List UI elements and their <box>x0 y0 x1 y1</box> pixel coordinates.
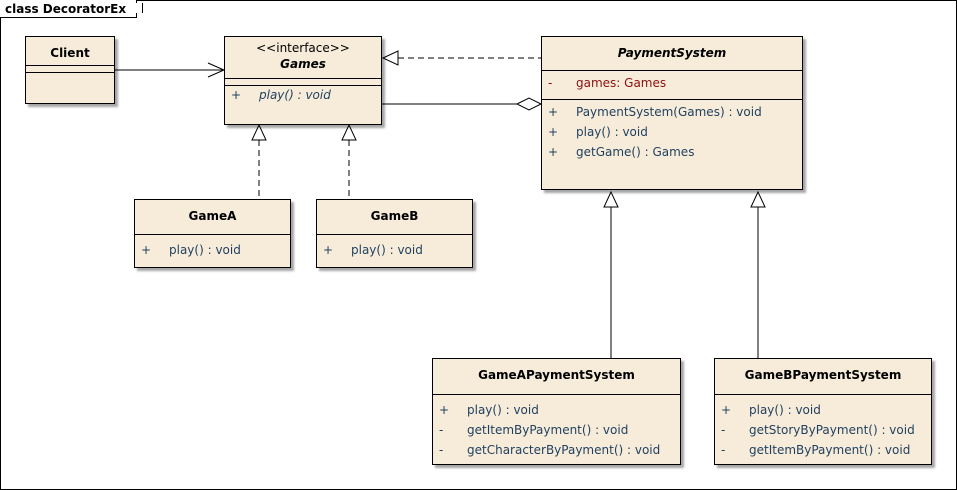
class-client-name: Client <box>50 46 90 60</box>
class-payment-system[interactable]: PaymentSystem - games: Games + PaymentSy… <box>541 36 803 190</box>
op-signature: PaymentSystem(Games) : void <box>576 105 762 119</box>
class-game-b[interactable]: GameB + play() : void <box>316 199 473 268</box>
op-signature: play() : void <box>749 403 821 417</box>
payment-system-attr-separator <box>542 70 802 71</box>
class-client-op-separator <box>26 72 114 73</box>
game-b-op-play: + play() : void <box>317 240 472 260</box>
game-a-payment-op-play: + play() : void <box>433 400 680 420</box>
op-signature: getItemByPayment() : void <box>467 423 629 437</box>
op-signature: getCharacterByPayment() : void <box>467 443 661 457</box>
generalization-gamebpayment-paymentsystem <box>750 190 766 358</box>
op-visibility: - <box>721 423 726 437</box>
games-stereotype: <<interface>> <box>256 41 350 55</box>
game-b-payment-separator <box>715 394 931 395</box>
realization-gamea-games <box>251 123 267 199</box>
op-signature: getGame() : Games <box>576 145 695 159</box>
games-op-play: + play() : void <box>225 85 381 105</box>
class-game-a-payment-system[interactable]: GameAPaymentSystem + play() : void - get… <box>432 358 681 465</box>
game-b-payment-op-getstory: - getStoryByPayment() : void <box>715 420 931 440</box>
op-visibility: - <box>439 423 444 437</box>
class-game-b-payment-system[interactable]: GameBPaymentSystem + play() : void - get… <box>714 358 932 465</box>
game-a-op-play: + play() : void <box>135 240 290 260</box>
game-b-payment-op-play: + play() : void <box>715 400 931 420</box>
payment-system-attr-games: - games: Games <box>542 73 802 93</box>
payment-system-attr-visibility: - <box>548 76 553 90</box>
realization-gameb-games <box>341 123 357 199</box>
op-visibility: + <box>323 243 334 257</box>
class-client-attr-separator <box>26 65 114 66</box>
diagram-title: class DecoratorEx <box>0 0 138 18</box>
class-games-separator-1 <box>225 78 381 79</box>
generalization-gameapayment-paymentsystem <box>603 190 619 358</box>
class-games-name: Games <box>280 57 326 71</box>
class-games-interface[interactable]: <<interface>> Games + play() : void <box>224 36 382 125</box>
game-a-separator <box>135 234 290 235</box>
class-game-a-name: GameA <box>188 209 237 223</box>
payment-system-op-getgame: + getGame() : Games <box>542 142 802 162</box>
class-payment-system-name: PaymentSystem <box>617 46 727 60</box>
op-visibility: + <box>141 243 152 257</box>
class-game-b-payment-system-name: GameBPaymentSystem <box>744 368 902 382</box>
payment-system-attr-signature: games: Games <box>576 76 667 90</box>
payment-system-op-separator <box>542 99 802 100</box>
class-game-a-payment-system-name: GameAPaymentSystem <box>478 368 635 382</box>
association-client-games <box>115 62 226 78</box>
games-op-play-signature: play() : void <box>259 88 331 102</box>
op-visibility: - <box>439 443 444 457</box>
payment-system-op-play: + play() : void <box>542 122 802 142</box>
op-visibility: + <box>548 105 559 119</box>
payment-system-op-constructor: + PaymentSystem(Games) : void <box>542 102 802 122</box>
class-client[interactable]: Client <box>25 36 115 104</box>
op-visibility: + <box>439 403 450 417</box>
op-signature: getStoryByPayment() : void <box>749 423 915 437</box>
realization-paymentsystem-games <box>381 50 541 66</box>
game-a-payment-op-getitem: - getItemByPayment() : void <box>433 420 680 440</box>
op-visibility: + <box>721 403 732 417</box>
op-visibility: - <box>721 443 726 457</box>
game-a-payment-separator <box>433 394 680 395</box>
op-signature: getItemByPayment() : void <box>749 443 911 457</box>
aggregation-paymentsystem-games <box>382 97 543 111</box>
class-game-b-name: GameB <box>370 209 419 223</box>
op-visibility: + <box>548 145 559 159</box>
op-signature: play() : void <box>169 243 241 257</box>
game-a-payment-op-getcharacter: - getCharacterByPayment() : void <box>433 440 680 460</box>
op-visibility: + <box>548 125 559 139</box>
game-b-separator <box>317 234 472 235</box>
games-op-play-visibility: + <box>231 88 242 102</box>
op-signature: play() : void <box>576 125 648 139</box>
game-b-payment-op-getitem: - getItemByPayment() : void <box>715 440 931 460</box>
class-games-separator-2 <box>225 85 381 86</box>
op-signature: play() : void <box>351 243 423 257</box>
op-signature: play() : void <box>467 403 539 417</box>
class-game-a[interactable]: GameA + play() : void <box>134 199 291 268</box>
